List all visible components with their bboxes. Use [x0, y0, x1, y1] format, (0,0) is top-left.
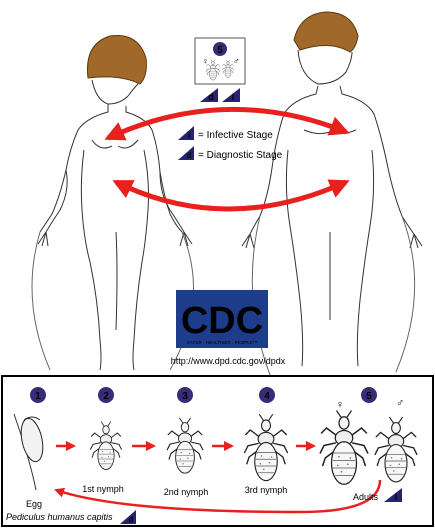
species-diagnostic-badge [120, 510, 136, 524]
transmission-badges: d i [200, 88, 240, 102]
legend-diagnostic-icon: d [187, 151, 192, 160]
transmission-box: 5 ♀ ♂ [194, 37, 246, 85]
stage-label-egg: Egg [26, 499, 42, 509]
stage-number-2: 2 [103, 391, 109, 402]
stage-numbers: 1 2 3 4 5 [30, 387, 377, 403]
stage-label-3rd-nymph: 3rd nymph [245, 485, 288, 495]
transmission-arrow-top [104, 107, 350, 141]
stage-label-adults: Adults [353, 492, 379, 502]
female-figure [31, 34, 194, 371]
stage-number-5: 5 [366, 391, 372, 402]
lifecycle-panel [1, 375, 434, 527]
adult-male-symbol: ♂ [396, 397, 404, 409]
egg-icon [13, 413, 44, 491]
diagnostic-badge-icon: d [208, 92, 214, 102]
species-name: Pediculus humanus capitis [6, 512, 113, 522]
legend-infective-text: = Infective Stage [198, 130, 273, 141]
cdc-logo-tagline: SAFER · HEALTHIER · PEOPLE™ [187, 340, 257, 345]
adult-infective-badge-icon: i [395, 492, 398, 502]
species-diagnostic-badge-icon: d [129, 515, 134, 524]
female-hair [86, 34, 147, 85]
cdc-logo: CDC SAFER · HEALTHIER · PEOPLE™ [176, 290, 268, 348]
adult-female-symbol: ♀ [336, 399, 344, 411]
stage-number-1: 1 [35, 391, 41, 402]
transmission-number: 5 [217, 45, 223, 56]
infective-badge-icon: i [232, 92, 235, 102]
stage-label-1st-nymph: 1st nymph [82, 484, 124, 494]
transmission-arrow-bottom [112, 179, 350, 212]
legend: i = Infective Stage d = Diagnostic Stage [178, 126, 283, 161]
lifecycle-arrows [54, 441, 382, 514]
cdc-url-link[interactable]: http://www.dpd.cdc.gov/dpdx [171, 356, 286, 366]
cdc-logo-text: CDC [181, 300, 263, 342]
male-figure [241, 11, 423, 381]
legend-diagnostic-text: = Diagnostic Stage [198, 150, 283, 161]
stage-number-3: 3 [182, 391, 188, 402]
transmission-female-symbol: ♀ [202, 56, 209, 66]
transmission-male-symbol: ♂ [233, 56, 240, 66]
stage-label-2nd-nymph: 2nd nymph [164, 487, 209, 497]
male-hair [293, 11, 359, 53]
adult-infective-badge [384, 488, 402, 502]
stage-number-4: 4 [264, 391, 270, 402]
legend-infective-icon: i [188, 131, 190, 140]
